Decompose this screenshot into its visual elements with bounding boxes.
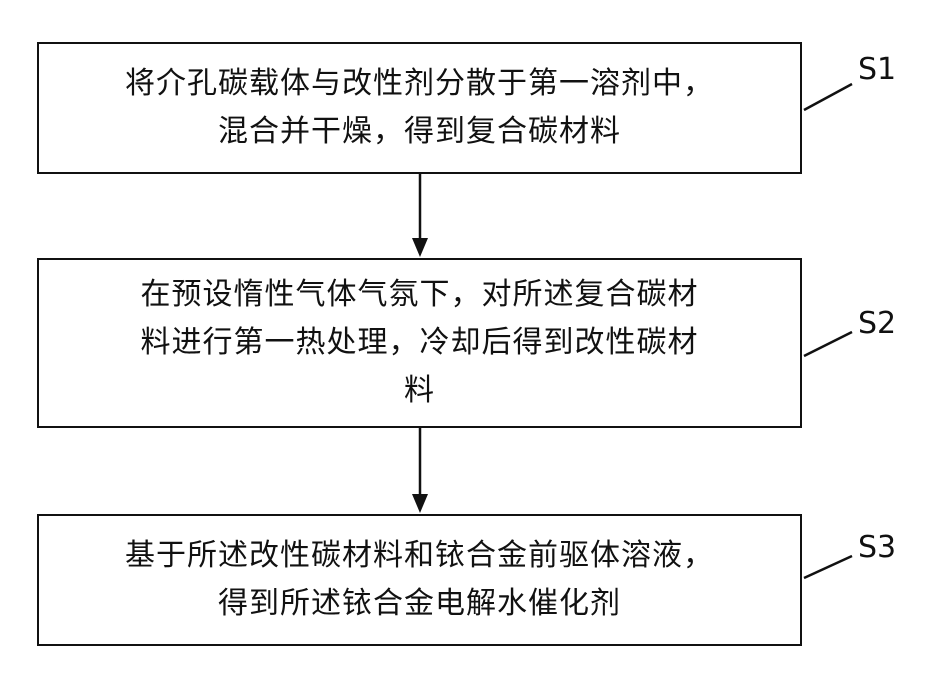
- step-line: 得到所述铱合金电解水催化剂: [218, 586, 621, 621]
- step-text-s3: 基于所述改性碳材料和铱合金前驱体溶液， 得到所述铱合金电解水催化剂: [125, 532, 714, 628]
- leader-line-s2: [804, 332, 852, 356]
- step-box-s2: 在预设惰性气体气氛下，对所述复合碳材 料进行第一热处理，冷却后得到改性碳材 料: [37, 258, 802, 428]
- step-label-s2: S2: [858, 306, 896, 341]
- step-line: 混合并干燥，得到复合碳材料: [218, 114, 621, 149]
- step-line: 在预设惰性气体气氛下，对所述复合碳材: [141, 277, 699, 312]
- step-line: 将介孔碳载体与改性剂分散于第一溶剂中，: [125, 66, 714, 101]
- step-box-s1: 将介孔碳载体与改性剂分散于第一溶剂中， 混合并干燥，得到复合碳材料: [37, 42, 802, 174]
- step-label-s1: S1: [858, 52, 896, 87]
- step-line: 基于所述改性碳材料和铱合金前驱体溶液，: [125, 538, 714, 573]
- step-line: 料: [404, 373, 435, 408]
- step-line: 料进行第一热处理，冷却后得到改性碳材: [141, 325, 699, 360]
- leader-line-s1: [804, 84, 852, 110]
- arrow-s2-to-s3: [412, 428, 428, 513]
- step-text-s1: 将介孔碳载体与改性剂分散于第一溶剂中， 混合并干燥，得到复合碳材料: [125, 60, 714, 156]
- leader-line-s3: [804, 556, 852, 578]
- step-label-s3: S3: [858, 530, 896, 565]
- arrow-s1-to-s2: [412, 174, 428, 257]
- step-box-s3: 基于所述改性碳材料和铱合金前驱体溶液， 得到所述铱合金电解水催化剂: [37, 514, 802, 646]
- step-text-s2: 在预设惰性气体气氛下，对所述复合碳材 料进行第一热处理，冷却后得到改性碳材 料: [141, 271, 699, 415]
